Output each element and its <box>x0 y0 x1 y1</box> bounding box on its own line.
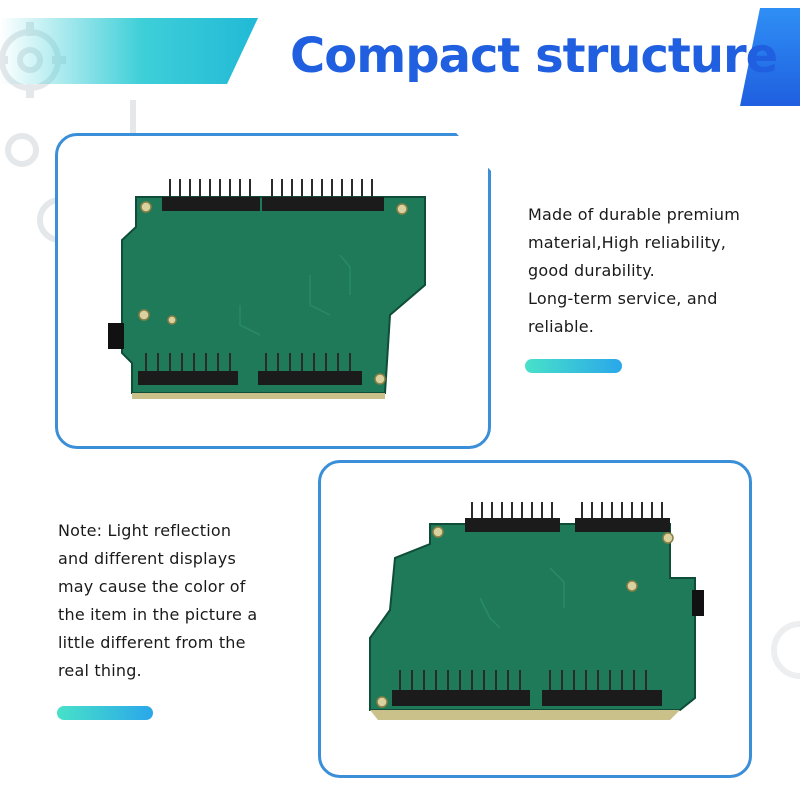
pcb-board-image-bottom <box>369 502 704 720</box>
note-line: and different displays <box>58 549 237 568</box>
gear-decoration-icon <box>771 621 800 679</box>
description-text: Made of durable premium material,High re… <box>528 201 788 341</box>
pcb-board-image-top <box>108 179 426 399</box>
note-line: Note: Light reflection <box>58 521 232 540</box>
description-line: Long-term service, and <box>528 289 718 308</box>
note-line: may cause the color of <box>58 577 246 596</box>
note-line: little different from the <box>58 633 246 652</box>
page-title: Compact structure <box>290 28 778 84</box>
header-stripe-left <box>0 18 258 84</box>
note-line: real thing. <box>58 661 142 680</box>
accent-pill-left <box>57 706 153 720</box>
note-line: the item in the picture a <box>58 605 258 624</box>
description-line: good durability. <box>528 261 655 280</box>
description-line: Made of durable premium <box>528 205 740 224</box>
description-line: material,High reliability, <box>528 233 727 252</box>
accent-pill-right <box>525 359 622 373</box>
description-line: reliable. <box>528 317 595 336</box>
note-text: Note: Light reflection and different dis… <box>58 517 298 685</box>
